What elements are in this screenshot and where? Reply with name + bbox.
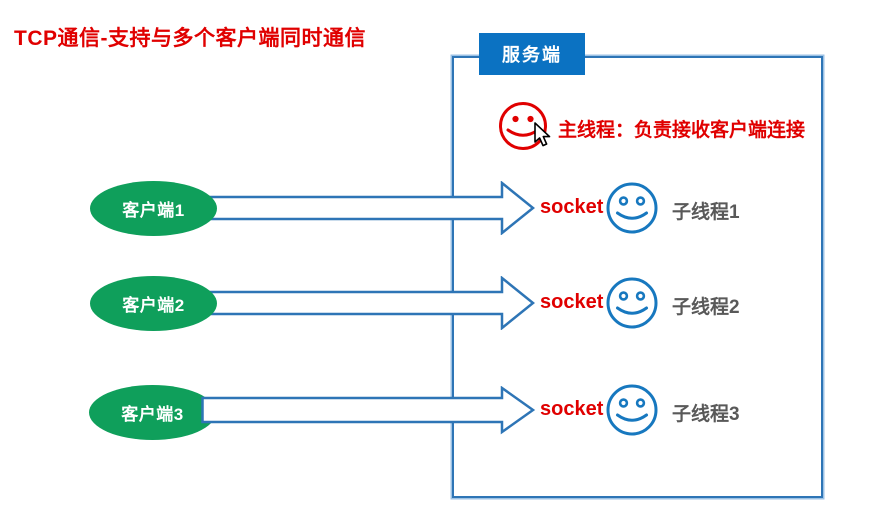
thread-label-2: 子线程2	[672, 297, 740, 318]
child-thread-smiley-icon-1	[606, 182, 658, 234]
child-thread-smiley-icon-3	[606, 384, 658, 436]
client-node-3: 客户端3	[89, 385, 216, 440]
mouse-cursor-icon	[534, 122, 551, 147]
client-label: 客户端1	[122, 201, 185, 220]
client-label: 客户端3	[121, 405, 184, 424]
main-thread-label: 主线程：负责接收客户端连接	[558, 120, 806, 141]
client-node-1: 客户端1	[90, 181, 217, 236]
client-label: 客户端2	[122, 296, 185, 315]
page-title: TCP通信-支持与多个客户端同时通信	[14, 27, 366, 50]
thread-label-1: 子线程1	[672, 202, 740, 223]
connection-arrow-3	[201, 386, 536, 435]
socket-label-3: socket	[540, 398, 604, 420]
client-node-2: 客户端2	[90, 276, 217, 331]
child-thread-smiley-icon-2	[606, 277, 658, 329]
socket-label-1: socket	[540, 196, 604, 218]
server-box	[452, 56, 823, 498]
thread-label-3: 子线程3	[672, 404, 740, 425]
server-header: 服务端	[479, 33, 585, 75]
socket-label-2: socket	[540, 291, 604, 313]
